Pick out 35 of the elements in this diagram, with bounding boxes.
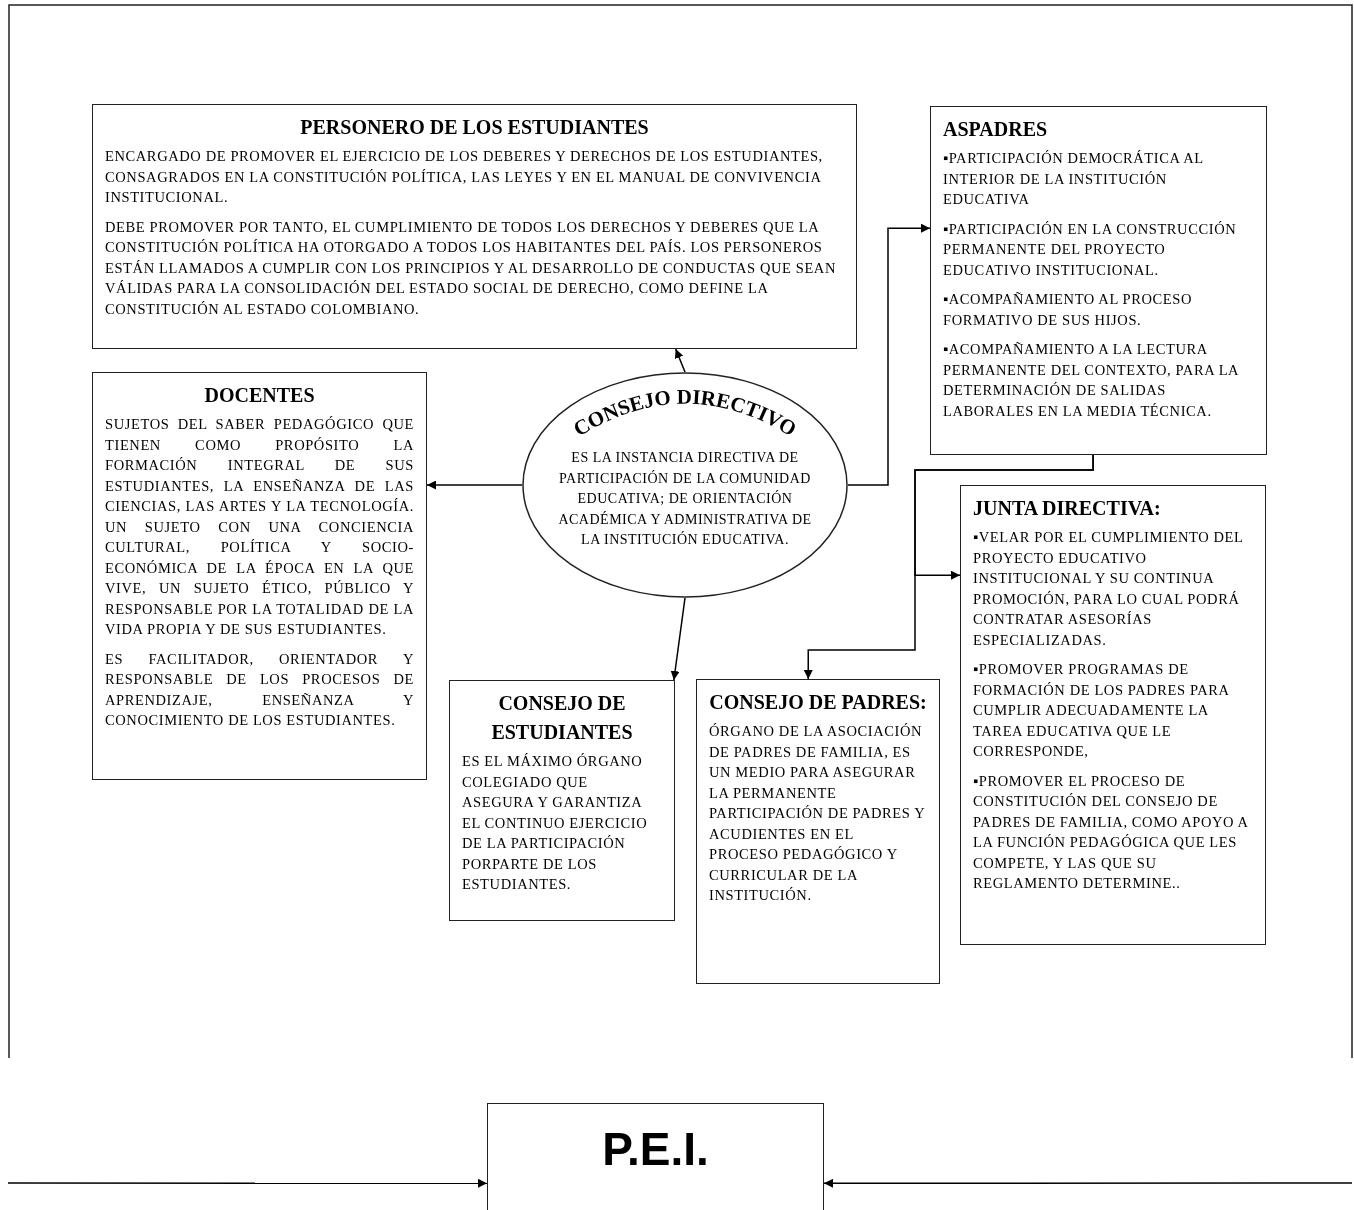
box-paragraph: SUJETOS DEL SABER PEDAGÓGICO QUE TIENEN COMO PROPÓSITO LA FORMACIÓN INTEGRAL DE SUS ESTUDIANTES, LA ENSEÑANZA DE LAS CIENCIAS, LAS ARTES Y LA TECNOLOGÍA. UN SUJETO CON UNA CONCIENCIA CULTURAL, POLÍTICA Y SOCIO-ECONÓMICA DE LA ÉPOCA EN LA QUE VIVE, UN SUJETO ÉTICO, PÚBLICO Y RESPONSABLE POR LA TOTALIDAD DE LA VIDA PROPIA Y DE SUS ESTUDIANTES. [105, 415, 414, 639]
arrow [847, 223, 931, 486]
box-paragraph: DEBE PROMOVER POR TANTO, EL CUMPLIMIENTO DE TODOS LOS DERECHOS Y DEBERES QUE LA CONSTITUCIÓN POLÍTICA HA OTORGADO A TODOS LOS HABITANTES DEL PAÍS. LOS PERSONEROS ESTÁN LLAMADOS A CUMPLIR CON LOS PRINCIPIOS Y AL DESARROLLO DE CONDUCTAS QUE SEAN VÁLIDAS PARA LA CONSOLIDACIÓN DEL ESTADO SOCIAL DE DERECHO, COMO DEFINE LA CONSTITUCIÓN AL ESTADO COLOMBIANO. [105, 217, 837, 319]
title-box [487, 1103, 824, 1210]
box-paragraph: ▪PROMOVER EL PROCESO DE CONSTITUCIÓN DEL CONSEJO DE PADRES DE FAMILIA, COMO APOYO A LA FUNCIÓN PEDAGÓGICA QUE LES COMPETE, Y LAS QUE SU REGLAMENTO DETERMINE.. [973, 771, 1249, 893]
box-paragraph: ES EL MÁXIMO ÓRGANO COLEGIADO QUE ASEGURA Y GARANTIZA EL CONTINUO EJERCICIO DE LA PARTICIPACIÓN PORPARTE DE LOS ESTUDIANTES. [462, 752, 649, 894]
arrow [7, 1178, 488, 1188]
arrow [670, 597, 686, 681]
box-title: P.E.I. [602, 1122, 709, 1176]
box-paragraph: ▪ACOMPAÑAMIENTO A LA LECTURA PERMANENTE DEL CONTEXTO, PARA LA DETERMINACIÓN DE SALIDAS LABORALES EN LA MEDIA TÉCNICA. [943, 340, 1240, 421]
box-heading: CONSEJO DE ESTUDIANTES [490, 691, 634, 745]
text-box [696, 679, 940, 984]
arrow [426, 480, 523, 490]
box-paragraph: ES FACILITADOR, ORIENTADOR Y RESPONSABLE DE LOS PROCESOS DE APRENDIZAJE, ENSEÑANZA Y CONOCIMIENTO DE LOS ESTUDIANTES. [105, 649, 414, 730]
arrow [674, 348, 686, 373]
ellipse-description: ES LA INSTANCIA DIRECTIVA DE PARTICIPACIÓN DE LA COMUNIDAD EDUCATIVA; DE ORIENTACIÓN ACADÉMICA Y ADMINISTRATIVA DE LA INSTITUCIÓN EDUCATIVA. [557, 449, 813, 549]
box-heading: PERSONERO DE LOS ESTUDIANTES [299, 115, 650, 140]
arrow [803, 454, 1094, 680]
text-box [930, 106, 1267, 455]
box-heading: JUNTA DIRECTIVA: [973, 496, 1162, 521]
box-paragraph: ▪ACOMPAÑAMIENTO AL PROCESO FORMATIVO DE SUS HIJOS. [943, 290, 1194, 330]
text-box [960, 485, 1266, 945]
box-heading: DOCENTES [203, 383, 316, 408]
text-box [92, 104, 857, 349]
text-box [449, 680, 675, 921]
box-paragraph: ▪PARTICIPACIÓN EN LA CONSTRUCCIÓN PERMANENTE DEL PROYECTO EDUCATIVO INSTITUCIONAL. [943, 219, 1238, 280]
arrow [823, 1178, 1353, 1188]
box-paragraph: ▪PROMOVER PROGRAMAS DE FORMACIÓN DE LOS PADRES PARA CUMPLIR ADECUADAMENTE LA TAREA EDUCATIVA QUE LE CORRESPONDE, [973, 660, 1230, 761]
box-paragraph: ▪PARTICIPACIÓN DEMOCRÁTICA AL INTERIOR DE LA INSTITUCIÓN EDUCATIVA [943, 149, 1205, 209]
box-heading: CONSEJO DE PADRES: [709, 690, 927, 715]
box-paragraph: ENCARGADO DE PROMOVER EL EJERCICIO DE LOS DEBERES Y DERECHOS DE LOS ESTUDIANTES, CONSAGRADOS EN LA CONSTITUCIÓN POLÍTICA, LAS LEYES Y EN EL MANUAL DE CONVIVENCIA INSTITUCIONAL. [105, 147, 824, 207]
text-box [92, 372, 427, 780]
box-heading: ASPADRES [943, 117, 1049, 142]
box-paragraph: ÓRGANO DE LA ASOCIACIÓN DE PADRES DE FAMILIA, ES UN MEDIO PARA ASEGURAR LA PERMANENTE PARTICIPACIÓN DE PADRES Y ACUDIENTES EN EL PROCESO PEDAGÓGICO Y CURRICULAR DE LA INSTITUCIÓN. [709, 722, 926, 905]
box-paragraph: ▪VELAR POR EL CUMPLIMIENTO DEL PROYECTO EDUCATIVO INSTITUCIONAL Y SU CONTINUA PROMOCIÓN, PARA LO CUAL PODRÁ CONTRATAR ASESORÍAS ESPECIALIZADAS. [973, 528, 1244, 650]
